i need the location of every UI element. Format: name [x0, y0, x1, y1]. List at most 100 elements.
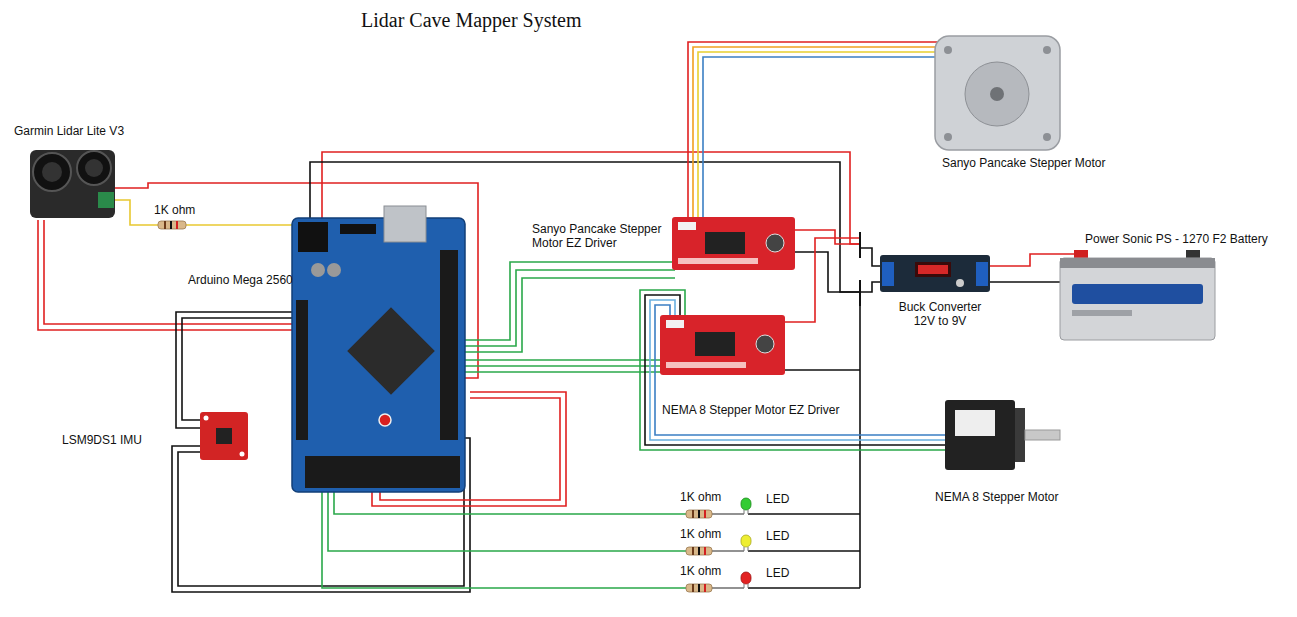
resistor-symbol-part — [692, 584, 694, 592]
buck-converter-part — [880, 255, 990, 292]
led-label: LED — [766, 492, 789, 506]
black-wire — [795, 252, 860, 292]
arduino-board-part — [347, 307, 435, 395]
component-label: LSM9DS1 IMU — [62, 433, 142, 447]
led-symbol — [741, 498, 751, 514]
green-wire — [458, 262, 675, 340]
green-wire — [458, 359, 662, 361]
arduino-board-part — [340, 224, 376, 234]
led-symbol — [741, 535, 751, 551]
resistor-symbol — [158, 221, 186, 229]
stepper-motor-part — [935, 36, 1060, 150]
stepper-driver-part — [672, 217, 795, 270]
lidar-sensor-part — [77, 151, 111, 185]
green-wire — [458, 278, 675, 352]
resistor-symbol-part — [176, 221, 178, 229]
buck-converter-part — [976, 262, 988, 286]
junction-bar — [859, 232, 861, 258]
imu-board-part — [200, 412, 248, 460]
black-wire — [178, 444, 464, 586]
diagram-title: Lidar Cave Mapper System — [361, 8, 582, 32]
buck-converter-part — [915, 262, 951, 277]
junction-bar — [859, 280, 861, 306]
yellow-wire — [112, 200, 158, 225]
red-wire — [795, 230, 860, 244]
battery-part — [1072, 284, 1203, 304]
black-wire — [785, 369, 860, 371]
resistor-symbol-part — [686, 584, 712, 592]
imu-board — [200, 412, 248, 460]
motor-wire — [650, 300, 952, 440]
lidar-sensor-part — [30, 150, 115, 218]
lidar-sensor-part — [98, 192, 114, 208]
arduino-board-part — [311, 263, 325, 277]
component-label: NEMA 8 Stepper Motor EZ Driver — [662, 403, 839, 417]
red-wire — [44, 220, 300, 324]
buck-converter-part — [882, 262, 894, 286]
black-wire — [748, 550, 860, 552]
resistor-symbol-part — [692, 547, 694, 555]
resistor-value: 1K ohm — [154, 203, 195, 217]
battery-part — [1060, 258, 1215, 340]
stepper-driver — [672, 217, 795, 270]
stepper-driver — [660, 315, 785, 375]
arduino-board — [292, 206, 465, 492]
arduino-board-part — [292, 218, 465, 492]
led-symbol-part — [741, 498, 751, 510]
led-symbol-part — [744, 584, 748, 588]
resistor-symbol-part — [158, 221, 186, 229]
lidar-sensor — [30, 150, 115, 218]
black-wire — [990, 281, 1062, 283]
stepper-motor-part — [990, 87, 1004, 101]
stepper-driver-part — [666, 362, 746, 368]
motor-wire — [693, 47, 950, 217]
motor-wire — [698, 52, 950, 217]
led-symbol-part — [744, 510, 748, 514]
black-wire — [172, 438, 470, 592]
lidar-sensor-part — [33, 153, 71, 191]
stepper-motor-part — [1043, 46, 1051, 54]
resistor-symbol-part — [170, 221, 172, 229]
led-symbol-part — [741, 572, 751, 584]
stepper-driver-part — [695, 332, 735, 356]
green-wire — [458, 270, 675, 346]
black-wire — [182, 318, 300, 420]
component-label: Sanyo Pancake Stepper Motor EZ Driver — [532, 222, 670, 250]
led-lead — [712, 550, 744, 552]
stepper-driver-part — [766, 234, 784, 252]
resistor-symbol-part — [686, 510, 712, 518]
green-wire — [458, 365, 662, 367]
green-wire — [322, 490, 686, 588]
resistor-value: 1K ohm — [680, 490, 721, 504]
battery-part — [1072, 310, 1132, 316]
lidar-sensor-part — [42, 162, 62, 182]
resistor-value: 1K ohm — [680, 564, 721, 578]
resistor-symbol — [686, 584, 712, 592]
green-wire — [334, 490, 686, 514]
motor-wire — [655, 305, 952, 435]
stepper-motor-part — [965, 62, 1029, 126]
resistor-symbol-part — [698, 510, 700, 518]
stepper-driver-part — [678, 258, 758, 264]
arduino-board-part — [384, 206, 426, 242]
buck-converter-part — [956, 279, 964, 287]
component-label: Power Sonic PS - 1270 F2 Battery — [1085, 232, 1268, 246]
resistor-symbol-part — [686, 547, 712, 555]
resistor-symbol — [686, 510, 712, 518]
arduino-board-part — [327, 263, 341, 277]
component-label: Sanyo Pancake Stepper Motor — [942, 156, 1105, 170]
stepper-motor — [945, 400, 1060, 470]
arduino-board-part — [305, 456, 460, 488]
stepper-motor-part — [945, 400, 1015, 470]
stepper-driver-part — [756, 335, 774, 353]
led-symbol-part — [744, 547, 748, 551]
stepper-motor-part — [1043, 133, 1051, 141]
black-wire — [860, 248, 882, 266]
led-lead — [712, 513, 744, 515]
stepper-motor — [935, 36, 1060, 150]
component-label: Arduino Mega 2560 — [188, 273, 293, 287]
black-wire — [859, 304, 861, 588]
arduino-board-part — [296, 300, 308, 440]
stepper-driver-part — [660, 315, 785, 375]
